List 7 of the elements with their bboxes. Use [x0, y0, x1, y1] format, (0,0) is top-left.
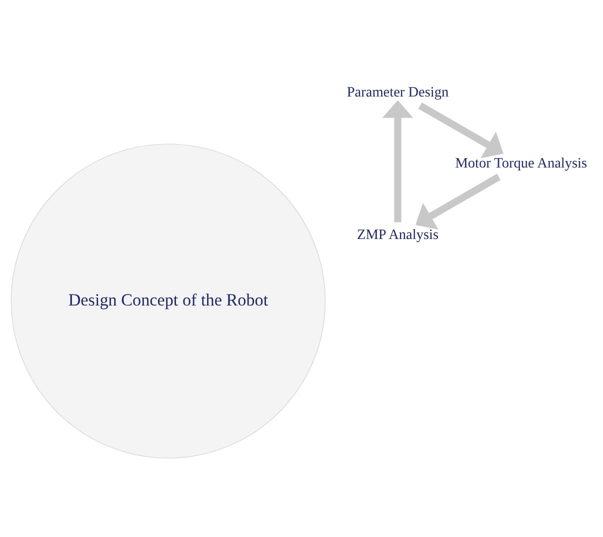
arrow: [382, 100, 414, 222]
node-text: Parameter Design: [346, 84, 449, 100]
arrow: [418, 102, 504, 158]
node-circle: Design Concept of the Robot: [10, 143, 326, 458]
arrow: [415, 173, 501, 229]
node-text: ZMP Analysis: [357, 226, 439, 242]
node-text: Motor Torque Analysis: [455, 155, 588, 172]
